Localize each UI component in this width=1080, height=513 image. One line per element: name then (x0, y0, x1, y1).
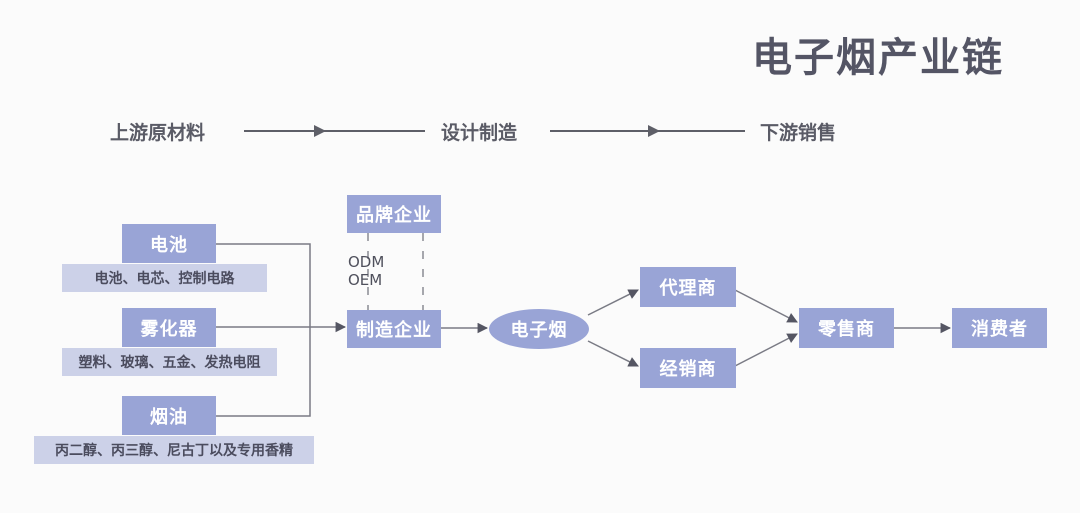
stage-upstream: 上游原材料 (110, 122, 206, 144)
node-brand-company: 品牌企业 (347, 195, 441, 233)
node-consumer: 消费者 (952, 308, 1047, 348)
node-battery: 电池 (122, 224, 216, 263)
stage-manufacturing: 设计制造 (441, 122, 518, 144)
node-e-cigarette: 电子烟 (489, 309, 589, 349)
node-retailer: 零售商 (799, 308, 894, 348)
page-title: 电子烟产业链 (752, 35, 1004, 81)
detail-atomizer: 塑料、玻璃、五金、发热电阻 (62, 348, 277, 376)
stage-arrow-2-head (648, 125, 660, 137)
battery-connector (216, 243, 311, 417)
node-atomizer: 雾化器 (122, 308, 216, 347)
node-dealer: 经销商 (640, 348, 736, 388)
node-eliquid: 烟油 (122, 396, 216, 435)
label-odm: ODM (348, 253, 385, 271)
node-agent: 代理商 (640, 267, 736, 307)
detail-battery: 电池、电芯、控制电路 (62, 264, 267, 292)
ecig-to-agent (587, 289, 639, 316)
detail-eliquid: 丙二醇、丙三醇、尼古丁以及专用香精 (34, 436, 314, 464)
stage-arrow-1-head (314, 125, 326, 137)
label-oem: OEM (348, 271, 383, 289)
agent-to-retailer (734, 289, 798, 323)
dealer-to-retailer (734, 333, 798, 367)
node-manufacturer: 制造企业 (347, 310, 441, 348)
ecig-to-dealer (587, 340, 639, 367)
stage-downstream: 下游销售 (760, 122, 837, 144)
